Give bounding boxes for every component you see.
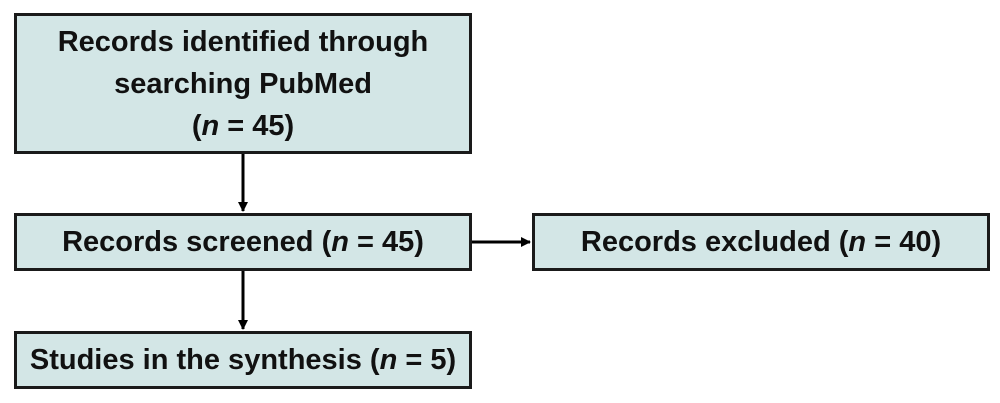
records-identified-line1: Records identified through [57,25,429,58]
records-identified-line2: searching PubMed [114,67,372,100]
records-screened-label: Records screened (n = 45) [62,221,424,263]
count-variable: n [848,226,867,258]
records-screened-box: Records screened (n = 45) [14,213,472,271]
count-value: = 45) [348,226,424,258]
records-excluded-box: Records excluded (n = 40) [532,213,990,271]
records-excluded-text: Records excluded ( [580,226,849,258]
records-identified-count: (n = 45) [192,105,294,147]
studies-synthesis-box: Studies in the synthesis (n = 5) [14,331,472,389]
count-variable: n [331,226,349,258]
count-open-paren: ( [191,109,202,142]
studies-synthesis-label: Studies in the synthesis (n = 5) [30,339,456,381]
count-variable: n [379,344,398,376]
studies-synthesis-text: Studies in the synthesis ( [29,344,380,376]
records-screened-text: Records screened ( [62,226,332,258]
count-value: = 5) [397,344,457,376]
count-value: = 40) [866,226,942,258]
records-excluded-label: Records excluded (n = 40) [581,221,941,263]
count-value: = 45) [219,109,295,142]
records-identified-box: Records identified through searching Pub… [14,13,472,154]
count-variable: n [201,109,220,142]
